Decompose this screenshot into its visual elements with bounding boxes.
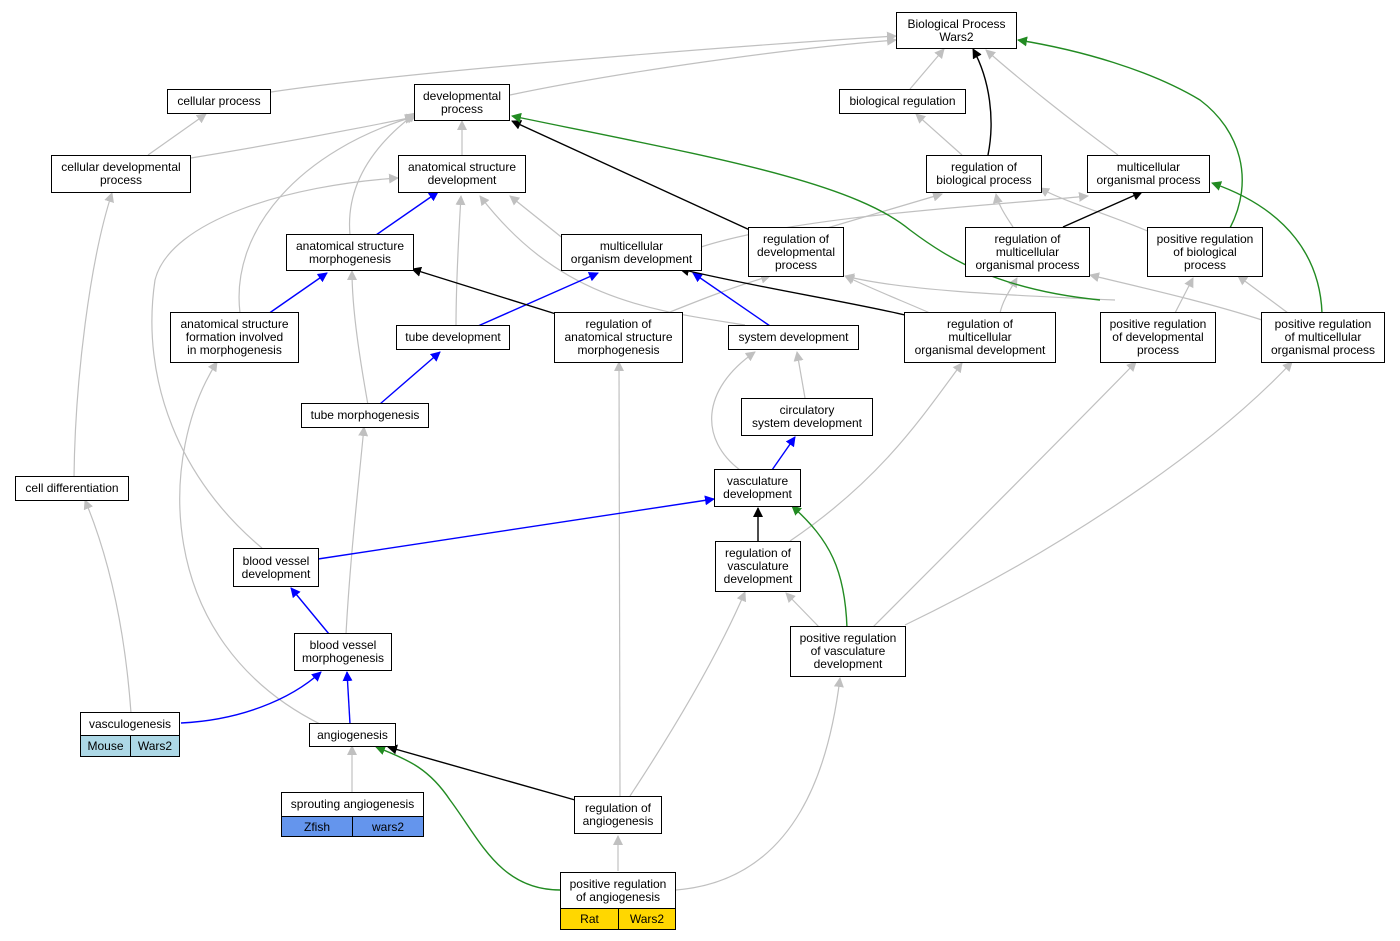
- node-multicellular-organism-development[interactable]: multicellular organism development: [561, 234, 702, 271]
- edge-prvd-to-prdp: [871, 361, 1137, 629]
- edge-reg-angio-to-rvd: [629, 591, 747, 797]
- node-positive-regulation-of-multicellular-organismal-process[interactable]: positive regulation of multicellular org…: [1261, 312, 1385, 363]
- node-biological-process-wars2[interactable]: Biological Process Wars2: [896, 12, 1017, 49]
- edge-prvd-to-rvd: [785, 592, 821, 629]
- node-biological-regulation[interactable]: biological regulation: [839, 89, 966, 114]
- edge-rdp-to-dev-process-black: [511, 120, 753, 232]
- edge-prmop-to-rmop: [1089, 272, 1263, 321]
- node-blood-vessel-development[interactable]: blood vessel development: [233, 548, 319, 587]
- node-positive-regulation-of-developmental-process[interactable]: positive regulation of developmental pro…: [1100, 312, 1216, 363]
- edge-multicellular-organismal-process-to-bp: [985, 49, 1119, 156]
- edge-bvm-to-bvd-blue: [290, 587, 330, 635]
- edge-cellular-dev-process-to-cellular-process: [147, 113, 207, 156]
- edge-cellular-dev-process-to-dev-process: [190, 113, 415, 159]
- edge-prdp-to-rdp: [844, 273, 1116, 301]
- edge-vasculogenesis-to-cell-diff: [83, 499, 132, 714]
- edge-prdp-to-dev-process-green: [511, 112, 1101, 301]
- edge-rasm-to-rdp: [664, 273, 771, 315]
- node-anatomical-structure-development[interactable]: anatomical structure development: [398, 155, 526, 193]
- edge-pra-to-prvd: [675, 677, 844, 891]
- node-anatomical-structure-morphogenesis[interactable]: anatomical structure morphogenesis: [286, 234, 414, 271]
- edge-reg-angio-to-rasm: [614, 361, 625, 797]
- edge-bvd-to-asd: [151, 173, 399, 549]
- edge-rmop-to-mop-black: [1062, 191, 1143, 228]
- node-regulation-of-angiogenesis[interactable]: regulation of angiogenesis: [574, 796, 662, 834]
- edge-rmop-to-reg-bio: [992, 193, 1014, 228]
- node-positive-regulation-of-biological-process[interactable]: positive regulation of biological proces…: [1147, 227, 1263, 277]
- edge-prdp-to-prbp: [1174, 277, 1194, 314]
- edge-cell-diff-to-cdp: [73, 192, 114, 479]
- node-positive-regulation-of-angiogenesis[interactable]: positive regulation of angiogenesis: [560, 872, 676, 909]
- node-sprouting-angiogenesis[interactable]: sprouting angiogenesis: [281, 792, 424, 817]
- node-cellular-developmental-process[interactable]: cellular developmental process: [51, 155, 191, 193]
- edge-reg-bio-to-bp-black: [972, 48, 992, 156]
- node-tube-development[interactable]: tube development: [396, 325, 510, 350]
- node-blood-vessel-morphogenesis[interactable]: blood vessel morphogenesis: [294, 633, 392, 671]
- edge-developmental-process-to-bp: [509, 35, 897, 96]
- node-developmental-process[interactable]: developmental process: [414, 84, 510, 121]
- edge-prbp-to-reg-bio: [1039, 187, 1151, 233]
- node-circulatory-system-development[interactable]: circulatory system development: [741, 398, 873, 436]
- node-anatomical-structure-formation[interactable]: anatomical structure formation involved …: [170, 312, 299, 363]
- edge-prbp-to-bp-green: [1017, 36, 1243, 229]
- edge-vasc-dev-to-circ-blue: [771, 436, 796, 471]
- tag-rat-gene: Wars2: [618, 908, 676, 930]
- edge-angiogenesis-to-bvm-blue: [342, 671, 353, 725]
- edge-reg-bio-to-bio-regulation: [915, 113, 963, 156]
- node-system-development[interactable]: system development: [728, 325, 859, 350]
- edge-angiogenesis-to-asf: [179, 361, 323, 726]
- edge-tube-dev-to-asd: [455, 195, 466, 327]
- edge-vasc-dev-to-system-dev: [711, 351, 756, 471]
- node-cell-differentiation[interactable]: cell differentiation: [15, 476, 129, 501]
- node-multicellular-organismal-process[interactable]: multicellular organismal process: [1087, 155, 1210, 193]
- edge-rmod-to-rdp: [844, 275, 931, 314]
- node-regulation-of-multicellular-organismal-process[interactable]: regulation of multicellular organismal p…: [965, 227, 1090, 277]
- tag-zfish: Zfish: [281, 816, 353, 837]
- node-regulation-of-developmental-process[interactable]: regulation of developmental process: [748, 227, 844, 277]
- edge-system-dev-to-asd: [479, 195, 746, 326]
- edge-reg-angio-to-angiogenesis-black: [387, 744, 576, 801]
- edge-rasm-to-asm-black: [411, 266, 557, 315]
- edge-biological-regulation-to-bp: [909, 48, 945, 90]
- edge-tube-morph-to-asm: [347, 270, 369, 406]
- edge-bvm-to-tube-morph: [345, 426, 369, 635]
- node-vasculogenesis[interactable]: vasculogenesis: [80, 712, 180, 736]
- edge-prvd-to-prmop: [904, 361, 1293, 626]
- edge-vasculogenesis-to-bvm-blue: [180, 671, 322, 724]
- node-regulation-of-vasculature-development[interactable]: regulation of vasculature development: [715, 541, 801, 592]
- edge-tube-dev-to-mod-blue: [477, 272, 599, 327]
- tag-mouse-gene: Wars2: [130, 735, 180, 757]
- tag-rat: Rat: [560, 908, 619, 930]
- node-vasculature-development[interactable]: vasculature development: [714, 469, 801, 507]
- edge-rdp-to-reg-bio: [816, 191, 943, 232]
- edge-circ-to-system-dev: [793, 351, 806, 399]
- tag-zfish-gene: wars2: [352, 816, 424, 837]
- edge-system-dev-to-mod-blue: [692, 272, 771, 327]
- edge-asm-to-asd-blue: [375, 191, 439, 236]
- edge-mod-to-asd: [509, 195, 566, 241]
- edge-bvd-to-vasc-dev-blue: [317, 495, 715, 560]
- edge-mod-to-mop: [700, 191, 1089, 248]
- edge-rmod-to-mod-black: [679, 266, 906, 316]
- edge-tube-morph-to-tube-dev-blue: [379, 351, 441, 405]
- node-tube-morphogenesis[interactable]: tube morphogenesis: [301, 403, 429, 428]
- node-regulation-of-biological-process[interactable]: regulation of biological process: [926, 155, 1042, 193]
- node-positive-regulation-of-vasculature-development[interactable]: positive regulation of vasculature devel…: [790, 626, 906, 677]
- node-angiogenesis[interactable]: angiogenesis: [309, 723, 396, 747]
- edge-prmop-to-prbp: [1237, 275, 1289, 314]
- edge-asm-to-dev-process: [348, 112, 417, 236]
- tag-mouse: Mouse: [80, 735, 131, 757]
- edge-asf-to-asm-blue: [267, 272, 328, 315]
- edge-pra-to-angiogenesis-green: [375, 745, 561, 891]
- node-regulation-of-multicellular-organismal-development[interactable]: regulation of multicellular organismal d…: [904, 312, 1056, 363]
- node-cellular-process[interactable]: cellular process: [167, 89, 271, 114]
- node-regulation-of-anatomical-structure-morphogenesis[interactable]: regulation of anatomical structure morph…: [554, 312, 683, 363]
- edge-prvd-to-vasc-dev-green: [791, 505, 848, 629]
- edge-prmop-to-mop-green: [1211, 181, 1323, 314]
- edge-cellular-process-to-bp: [270, 31, 897, 93]
- edge-rvd-to-rmod: [789, 362, 963, 542]
